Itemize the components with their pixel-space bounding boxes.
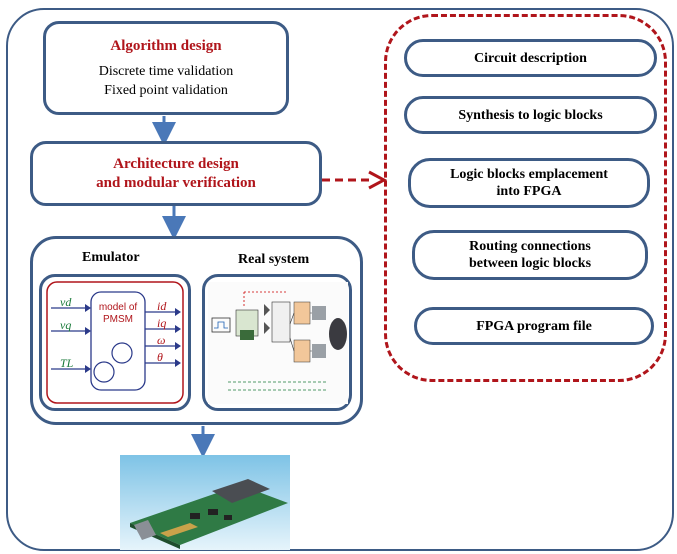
pmsm-model-label: model of PMSM [91,302,145,326]
architecture-line-1: Architecture design [113,155,239,172]
output-iq: iq [157,316,167,330]
step-circuit-description: Circuit description [404,39,657,77]
emulator-label: Emulator [82,250,140,265]
input-tl: TL [60,356,74,370]
step-4-label: Routing connections between logic blocks [468,239,592,271]
outer-frame [6,8,674,551]
fpga-flow-region [384,14,667,382]
step-emplacement: Logic blocks emplacement into FPGA [408,158,650,208]
step-5-label: FPGA program file [476,318,592,334]
input-vd: vd [60,295,72,309]
step-1-label: Circuit description [474,50,587,66]
algorithm-line-1: Discrete time validation [98,63,234,79]
step-2-label: Synthesis to logic blocks [458,107,603,123]
output-theta: θ [157,350,163,364]
pmsm-model-line-1: model of [98,302,138,313]
algorithm-title: Algorithm design [110,37,222,54]
real-system-label: Real system [238,252,310,267]
step-program-file: FPGA program file [414,307,654,345]
step-routing: Routing connections between logic blocks [412,230,648,280]
architecture-line-2: and modular verification [96,174,256,191]
input-vq: vq [60,318,72,332]
output-id: id [157,299,167,313]
output-omega: ω [157,333,166,347]
architecture-design-box: Architecture design and modular verifica… [30,141,322,206]
step-synthesis: Synthesis to logic blocks [404,96,657,134]
pmsm-model-line-2: PMSM [103,314,133,325]
algorithm-design-box: Algorithm design Discrete time validatio… [43,21,289,115]
emulator-panel [39,274,191,411]
dashed-arrowhead [368,170,388,190]
algorithm-line-2: Fixed point validation [104,82,228,98]
fpga-board-image [120,455,290,550]
real-system-schematic [208,282,348,404]
step-3-label: Logic blocks emplacement into FPGA [450,167,608,199]
pmsm-model-diagram [46,281,184,404]
